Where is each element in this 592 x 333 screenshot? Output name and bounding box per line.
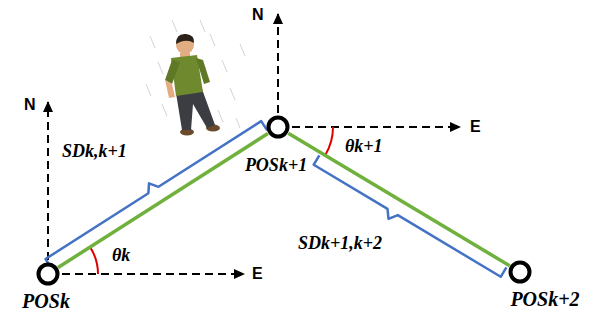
path-segment [58, 134, 268, 268]
node-outline [266, 115, 290, 139]
position-node: POSk [36, 262, 60, 286]
node-outline [36, 262, 60, 286]
rain-line [146, 20, 245, 128]
angle-arc [325, 127, 333, 155]
angle-arc [90, 247, 98, 274]
distance-bracket [46, 121, 268, 268]
trousers [176, 89, 215, 130]
position-node: POSk+1 [266, 115, 290, 139]
hand [165, 80, 175, 98]
axis-label: E [252, 265, 263, 283]
position-node: POSk+2 [508, 260, 532, 284]
axes [48, 14, 460, 274]
sleeve [196, 58, 210, 84]
angle-label: θk+1 [345, 137, 383, 157]
person-figure [165, 34, 220, 136]
axis-label: N [24, 96, 36, 114]
axis-label: N [252, 6, 264, 24]
distance-label: SDk,k+1 [62, 142, 127, 162]
sleeve [165, 60, 180, 84]
hair [176, 34, 194, 44]
position-label: POSk+2 [510, 288, 579, 310]
rain-streaks [146, 20, 245, 128]
north-axis [277, 14, 279, 113]
axis-label: E [470, 118, 481, 136]
path-segment [288, 133, 509, 266]
angle-label: θk [112, 246, 130, 266]
position-circle [511, 263, 530, 282]
position-circle [39, 265, 58, 284]
node-outline [508, 260, 532, 284]
east-axis [292, 126, 460, 128]
north-axis [47, 102, 49, 260]
east-axis [62, 273, 244, 275]
position-label: POSk+1 [245, 156, 307, 176]
distance-brackets [46, 121, 507, 277]
position-circle [269, 118, 288, 137]
position-label: POSk [22, 290, 70, 312]
distance-label: SDk+1,k+2 [298, 234, 382, 254]
distance-bracket [314, 155, 507, 276]
